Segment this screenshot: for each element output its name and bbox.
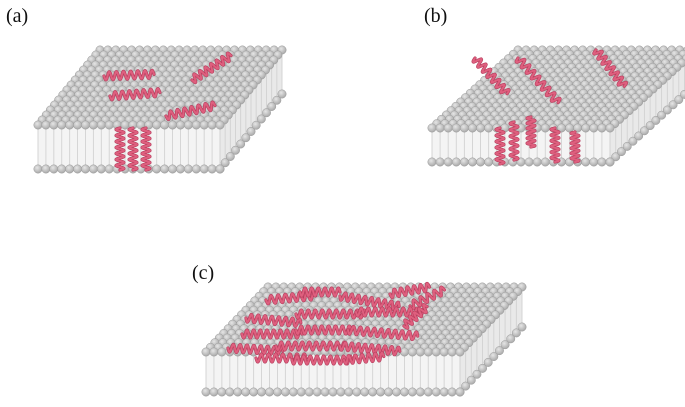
lipid-tails	[431, 62, 685, 160]
lipid-heads-bottom	[201, 322, 527, 397]
peptide-helix	[338, 291, 401, 311]
panel-label-a: (a)	[6, 5, 28, 27]
peptide-helix	[274, 340, 348, 352]
peptide-helix	[226, 342, 285, 357]
peptide-helix	[408, 285, 446, 311]
peptide-helix	[140, 126, 152, 172]
peptide-helix	[525, 115, 537, 149]
peptide-helix	[514, 56, 562, 105]
peptide-helix	[569, 130, 581, 164]
peptide-helix	[190, 51, 233, 85]
peptide-helix	[592, 48, 629, 88]
peptide-helix	[471, 56, 511, 96]
panel-a-membrane	[33, 45, 287, 174]
panel-b-membrane	[427, 45, 685, 167]
peptide-helix	[102, 68, 156, 82]
peptide-helix	[402, 303, 429, 330]
peptide-helix	[346, 325, 420, 342]
lipid-heads-top	[427, 45, 685, 133]
peptide-helix	[338, 340, 402, 357]
lipid-heads-bottom	[427, 89, 685, 167]
peptide-helix	[164, 100, 217, 122]
peptide-helix	[240, 328, 304, 340]
peptide-helix	[290, 354, 354, 366]
panel-c-membrane	[201, 281, 527, 397]
panel-label-c: (c)	[192, 262, 214, 284]
peptide-helix	[108, 87, 162, 102]
membrane-side-face	[610, 59, 685, 162]
peptide-helix	[294, 324, 353, 336]
peptide-helix	[494, 126, 506, 166]
panel-label-b: (b)	[424, 5, 447, 27]
peptide-helix	[294, 308, 368, 320]
membrane-side-face	[460, 287, 522, 392]
peptide-helix	[342, 351, 386, 366]
peptide-helix	[549, 126, 561, 164]
peptide-helix	[244, 312, 303, 328]
peptide-helix	[298, 286, 342, 298]
peptide-helix	[388, 281, 431, 300]
peptide-helix	[127, 126, 139, 172]
peptide-helix	[114, 126, 126, 172]
peptide-helix	[508, 120, 520, 162]
